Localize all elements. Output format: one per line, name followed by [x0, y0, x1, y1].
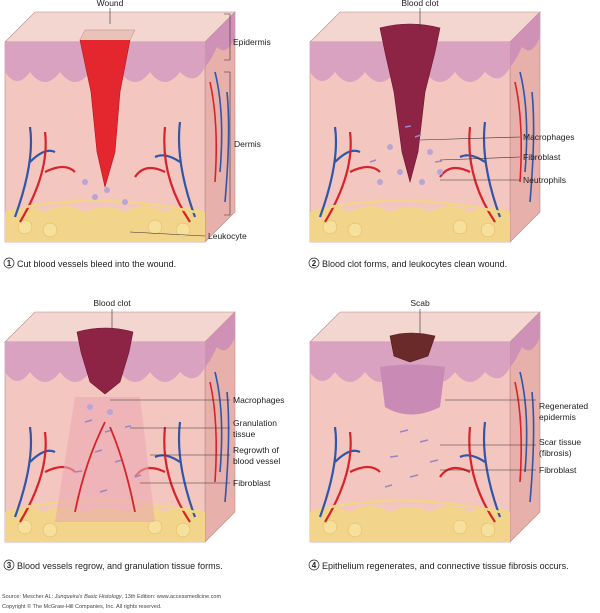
blood-clot [379, 23, 441, 184]
scab [389, 332, 436, 363]
label-granulation-1: Granulation [233, 418, 277, 428]
panel-1 [3, 10, 237, 244]
label-dermis: Dermis [234, 139, 261, 149]
label-scab: Scab [410, 298, 430, 308]
panel-2-number: 2 [312, 259, 317, 268]
panel-4-number: 4 [312, 561, 317, 570]
regenerated-epidermis [380, 364, 445, 415]
panel-4-caption: Epithelium regenerates, and connective t… [322, 561, 569, 571]
label-fibroblast-2: Fibroblast [523, 152, 561, 162]
panel-2-caption: Blood clot forms, and leukocytes clean w… [322, 259, 507, 269]
label-blood-clot-2: Blood clot [401, 0, 439, 8]
label-fibroblast-4: Fibroblast [539, 465, 577, 475]
panel-3-number: 3 [7, 561, 12, 570]
label-blood-clot-3: Blood clot [93, 298, 131, 308]
panel-3 [3, 310, 237, 544]
label-wound: Wound [97, 0, 124, 8]
label-regen-2: epidermis [539, 412, 576, 422]
source-line: Source: Mescher AL: Junqueira's Basic Hi… [2, 594, 221, 600]
copyright-line: Copyright © The McGraw-Hill Companies, I… [2, 603, 162, 610]
label-neutrophils-2: Neutrophils [523, 175, 566, 185]
label-granulation-2: tissue [233, 429, 255, 439]
panel-1-caption: Cut blood vessels bleed into the wound. [17, 259, 176, 269]
panel-1-number: 1 [7, 259, 12, 268]
label-regen-1: Regenerated [539, 401, 588, 411]
blood-clot-3 [76, 327, 134, 395]
label-macrophages-3: Macrophages [233, 395, 285, 405]
label-scar-1: Scar tissue [539, 437, 581, 447]
label-regrowth-2: blood vessel [233, 456, 280, 466]
label-epidermis: Epidermis [233, 37, 271, 47]
panel-3-caption: Blood vessels regrow, and granulation ti… [17, 561, 223, 571]
label-leukocyte: Leukocyte [208, 231, 247, 241]
panel-4 [308, 310, 542, 544]
label-regrowth-1: Regrowth of [233, 445, 279, 455]
panel-2 [308, 10, 542, 244]
label-fibroblast-3: Fibroblast [233, 478, 271, 488]
label-scar-2: (fibrosis) [539, 448, 572, 458]
label-macrophages-2: Macrophages [523, 132, 575, 142]
